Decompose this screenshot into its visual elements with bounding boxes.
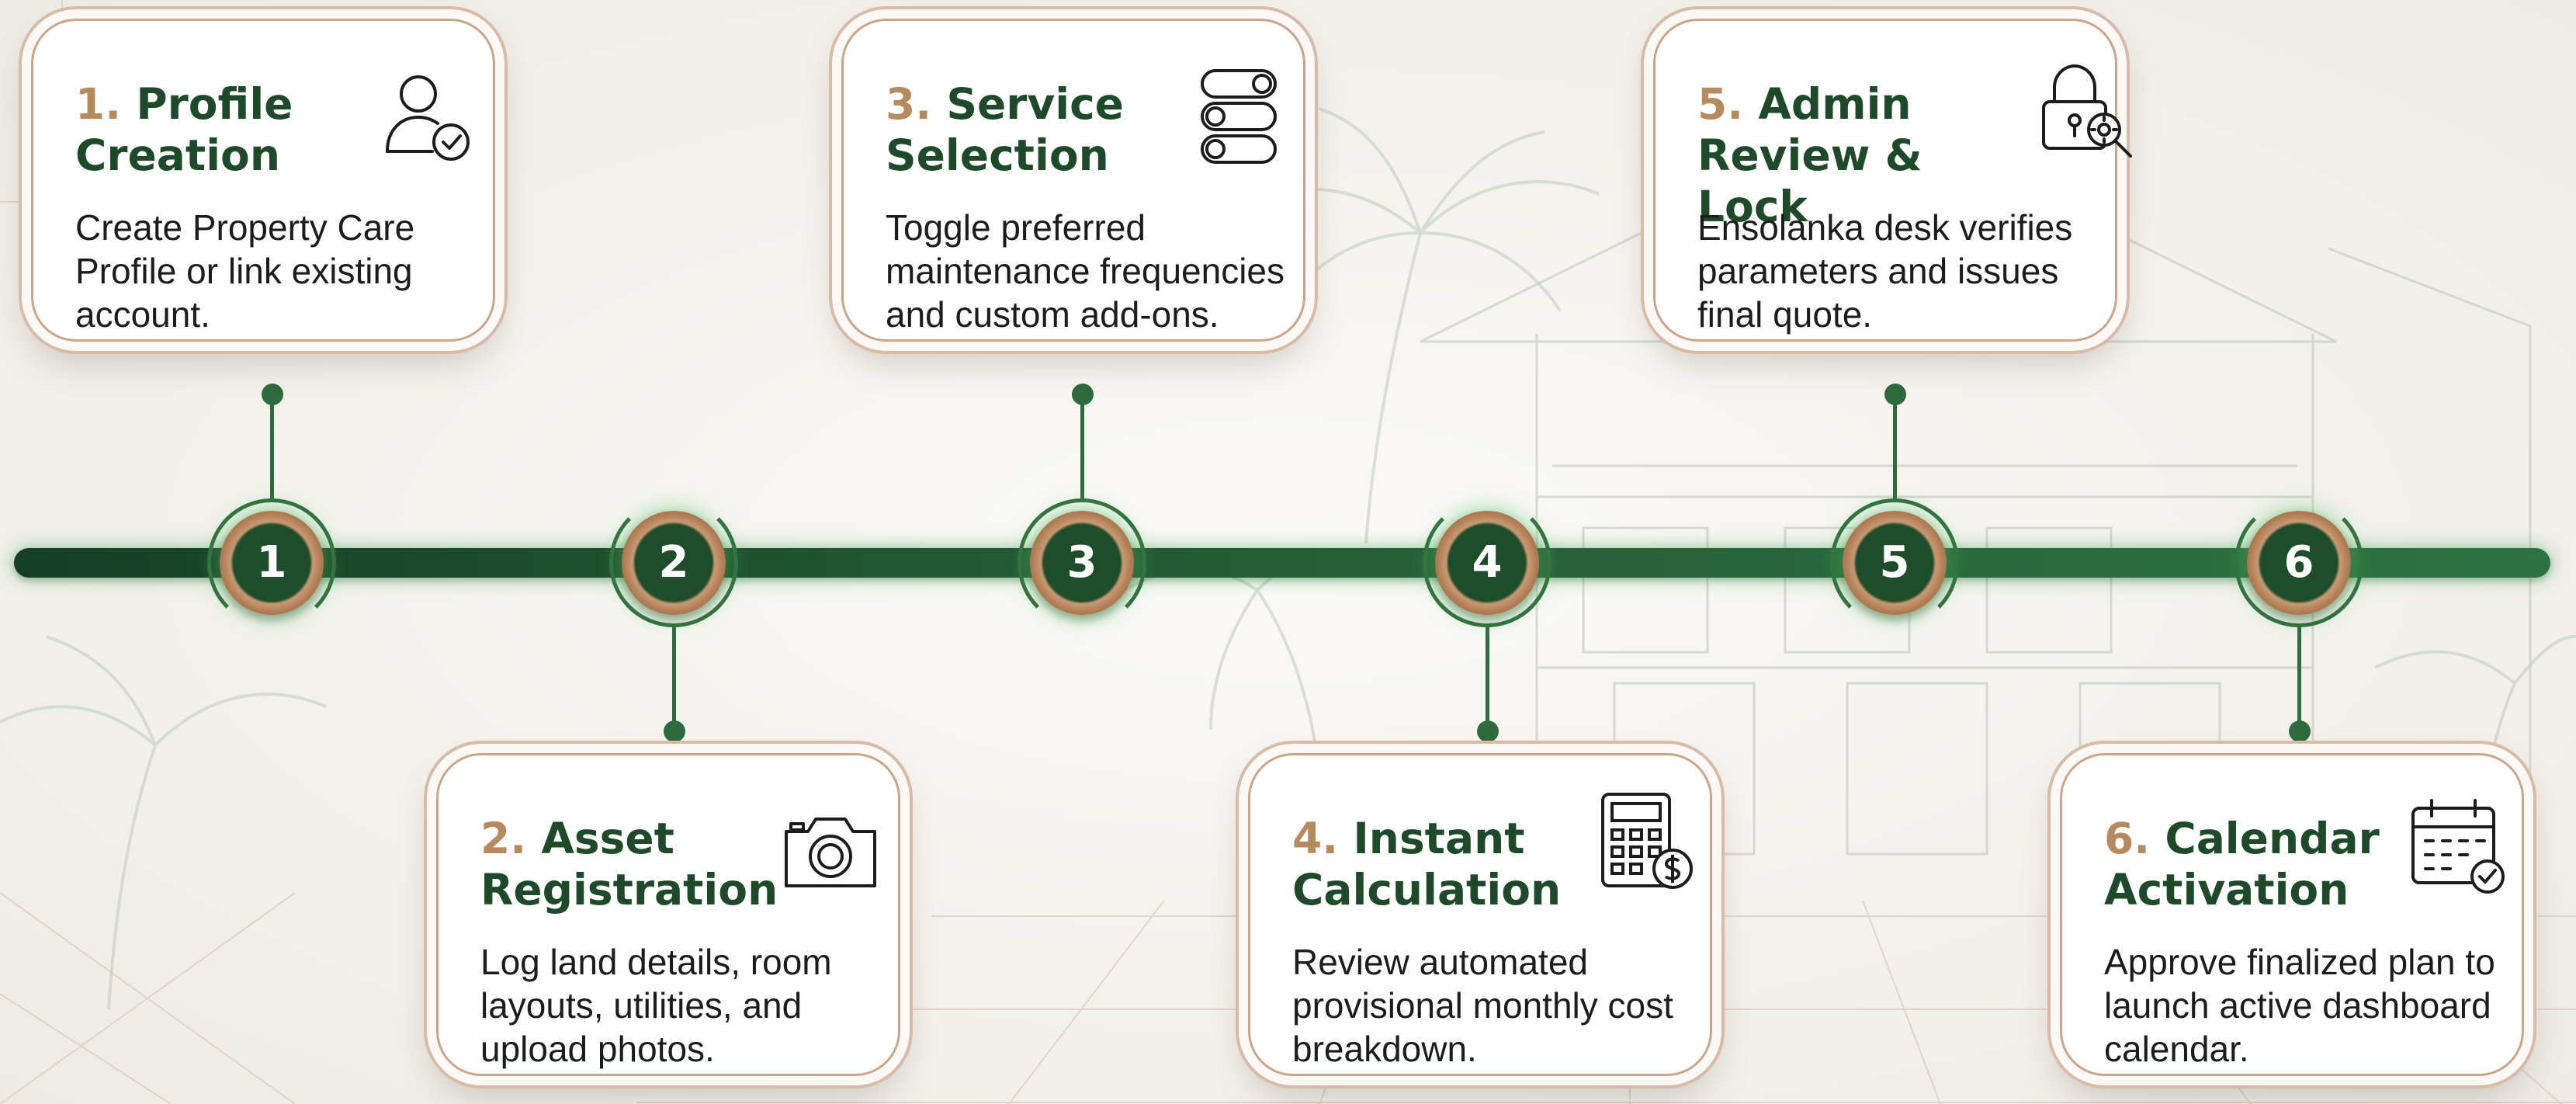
step-card-admin-review: 5. Admin Review & Lock Ensolanka desk ve… (1653, 19, 2132, 342)
step-title: 2. Asset Registration (480, 813, 791, 915)
step-title: 5. Admin Review & Lock (1697, 78, 2008, 232)
step-description: Create Property Care Profile or link exi… (75, 207, 415, 335)
toggle-switches-icon (1188, 64, 1289, 165)
step-heading: Profile Creation (75, 79, 293, 180)
marker-ring-4 (1423, 498, 1551, 627)
step-description: Ensolanka desk verifies parameters and i… (1697, 207, 2073, 335)
step-heading: Asset Registration (480, 814, 778, 915)
step-marker-number: 4 (1472, 537, 1503, 588)
step-card-asset-registration: 2. Asset Registration Log land details, … (436, 753, 900, 1076)
step-heading: Admin Review & Lock (1697, 79, 1922, 231)
marker-ring-1 (207, 498, 336, 627)
step-card-profile-creation: 1. Profile Creation Create Property Care… (31, 19, 495, 342)
step-title: 1. Profile Creation (75, 78, 386, 181)
connector-dot-6 (2289, 720, 2311, 742)
step-description: Approve finalized plan to launch active … (2104, 942, 2495, 1069)
connector-line-1 (270, 392, 274, 501)
step-marker-number: 6 (2283, 537, 2314, 588)
step-number: 5. (1697, 79, 1744, 129)
connector-line-3 (1080, 392, 1084, 501)
calculator-dollar-icon (1595, 791, 1696, 892)
connector-dot-5 (1884, 384, 1906, 405)
connector-line-2 (672, 625, 676, 732)
step-marker-number: 2 (658, 537, 689, 588)
step-card-service-selection: 3. Service Selection Toggle preferred ma… (841, 19, 1305, 342)
step-marker-number: 5 (1879, 537, 1910, 588)
step-number: 1. (75, 79, 122, 129)
step-marker-5: 5 (1843, 511, 1947, 615)
step-heading: Instant Calculation (1292, 814, 1562, 915)
marker-ring-3 (1018, 498, 1146, 627)
marker-ring-6 (2234, 498, 2363, 627)
timeline-track (14, 548, 2550, 578)
marker-ring-5 (1830, 498, 1959, 627)
step-heading: Calendar Activation (2104, 814, 2380, 915)
step-marker-6: 6 (2247, 511, 2351, 615)
step-card-instant-calculation: 4. Instant Calculation Review automated … (1248, 753, 1712, 1076)
step-marker-2: 2 (622, 511, 726, 615)
step-marker-1: 1 (220, 511, 324, 615)
step-number: 2. (480, 814, 527, 863)
connector-line-6 (2297, 625, 2301, 732)
step-number: 4. (1292, 814, 1339, 863)
connector-line-4 (1486, 625, 1489, 732)
step-marker-number: 3 (1066, 537, 1097, 588)
connector-dot-1 (262, 384, 283, 405)
step-title: 3. Service Selection (886, 78, 1196, 181)
step-description: Toggle preferred maintenance frequencies… (886, 207, 1285, 335)
step-marker-3: 3 (1030, 511, 1134, 615)
step-number: 6. (2104, 814, 2151, 863)
step-heading: Service Selection (886, 79, 1124, 180)
step-marker-number: 1 (256, 537, 287, 588)
padlock-gear-icon (2037, 60, 2138, 161)
connector-dot-4 (1477, 720, 1499, 742)
step-description: Review automated provisional monthly cos… (1292, 942, 1673, 1069)
marker-ring-2 (609, 498, 738, 627)
step-title: 4. Instant Calculation (1292, 813, 1603, 915)
calendar-check-icon (2407, 796, 2508, 897)
step-marker-4: 4 (1435, 511, 1539, 615)
user-check-icon (378, 68, 479, 168)
connector-dot-2 (664, 720, 685, 742)
connector-dot-3 (1072, 384, 1094, 405)
camera-icon (780, 802, 881, 903)
step-card-calendar-activation: 6. Calendar Activation Approve finalized… (2060, 753, 2524, 1076)
step-description: Log land details, room layouts, utilitie… (480, 942, 832, 1069)
step-title: 6. Calendar Activation (2104, 813, 2415, 915)
step-number: 3. (886, 79, 932, 129)
connector-line-5 (1893, 392, 1897, 501)
